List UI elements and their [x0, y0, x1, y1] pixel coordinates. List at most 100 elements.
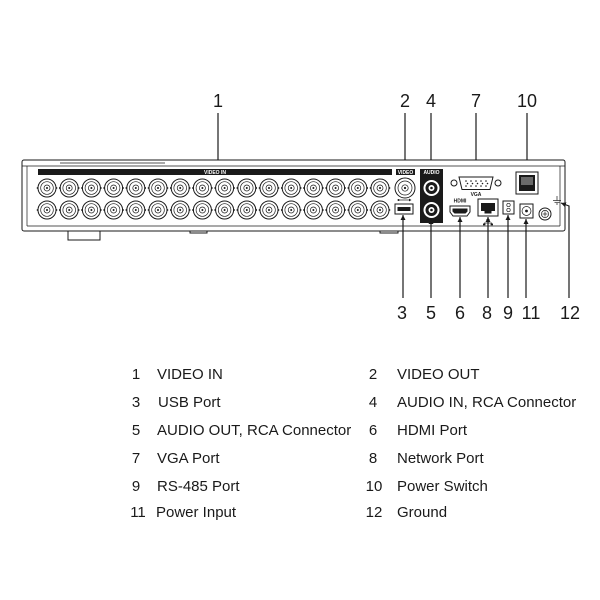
callout-number-video-in: 1: [213, 91, 223, 111]
video-in-bnc-connector: [258, 178, 280, 198]
legend-number: 5: [132, 422, 140, 439]
video-in-bnc-connector: [125, 200, 146, 220]
video-in-bnc-connector: [303, 200, 324, 220]
vga-pin: [471, 182, 474, 185]
video-out-section: VIDEO: [394, 169, 416, 199]
legend-label: RS-485 Port: [157, 478, 240, 495]
legend-number: 11: [130, 504, 146, 521]
video-in-bnc-connector: [125, 178, 146, 198]
callout-number-vga: 7: [471, 91, 481, 111]
video-in-bnc-connector: [214, 178, 235, 198]
legend-number: 12: [366, 504, 383, 521]
video-in-bnc-connector: [236, 178, 257, 198]
video-out-label-bar: [396, 169, 415, 175]
video-in-bnc-connector: [369, 200, 391, 220]
vga-pin: [470, 185, 472, 187]
video-in-bnc-connector: [281, 178, 302, 198]
callout-number-power-switch: 10: [517, 91, 537, 111]
video-in-bnc-connector: [281, 200, 302, 220]
legend-item: 10 Power Switch: [366, 478, 488, 495]
video-in-bnc-connector: [170, 178, 191, 198]
video-in-bnc-connector: [214, 200, 235, 220]
vga-pin: [480, 185, 482, 187]
legend-number: 1: [132, 366, 140, 383]
bottom-callouts: 3 5 6 8 9 11 12: [397, 303, 580, 323]
legend-label: USB Port: [158, 394, 221, 411]
video-in-bnc-connector: [170, 200, 191, 220]
video-in-bnc-connector: [192, 178, 213, 198]
legend-number: 4: [369, 394, 377, 411]
video-in-bnc-connector: [103, 178, 124, 198]
video-in-bnc-connector: [36, 178, 58, 198]
audio-panel-label: AUDIO: [423, 170, 439, 176]
video-in-bnc-connector: [103, 200, 124, 220]
vga-pin: [466, 182, 469, 185]
vga-panel-label: VGA: [471, 192, 482, 198]
video-in-bnc-connector: [347, 200, 368, 220]
ground-icon: [553, 196, 561, 205]
legend-label: Power Input: [156, 504, 237, 521]
callout-number-rs485: 9: [503, 303, 513, 323]
video-out-panel-label: VIDEO: [398, 170, 414, 176]
video-in-bnc-connector: [81, 178, 102, 198]
legend-label: AUDIO IN, RCA Connector: [397, 394, 576, 411]
legend-label: VIDEO IN: [157, 366, 223, 383]
legend-item: 2 VIDEO OUT: [369, 366, 480, 383]
ground-screw: [538, 207, 552, 221]
callout-number-usb: 3: [397, 303, 407, 323]
vga-pin: [486, 182, 489, 185]
video-in-bnc-connector: [147, 178, 169, 198]
video-in-bnc-connector: [147, 200, 169, 220]
legend-item: 4 AUDIO IN, RCA Connector: [369, 394, 576, 411]
legend-item: 1 VIDEO IN: [132, 366, 223, 383]
vga-pin: [480, 180, 482, 182]
vga-pin: [475, 180, 477, 182]
video-in-label-bar: [38, 169, 392, 175]
video-in-panel-label: VIDEO IN: [204, 170, 226, 176]
video-in-bnc-connector: [36, 200, 58, 220]
legend-number: 8: [369, 450, 377, 467]
video-in-bnc-connector: [81, 200, 102, 220]
video-in-bnc-connector: [325, 200, 346, 220]
legend-number: 2: [369, 366, 377, 383]
video-in-bnc-connector: [59, 200, 80, 220]
legend-item: 9 RS-485 Port: [132, 478, 241, 495]
legend-number: 9: [132, 478, 140, 495]
vga-pin: [470, 180, 472, 182]
legend-number: 6: [369, 422, 377, 439]
vga-pins: [465, 180, 489, 187]
legend-item: 12 Ground: [366, 504, 447, 521]
vga-pin: [476, 182, 479, 185]
audio-in-rca-connector: [423, 180, 440, 196]
vga-port: VGA: [450, 176, 502, 198]
legend-label: Ground: [397, 504, 447, 521]
legend-label: VGA Port: [157, 450, 220, 467]
legend-label: Network Port: [397, 450, 485, 467]
legend-item: 7 VGA Port: [132, 450, 221, 467]
vga-pin: [465, 180, 467, 182]
legend-number: 10: [366, 478, 383, 495]
callout-number-network: 8: [482, 303, 492, 323]
callout-number-hdmi: 6: [455, 303, 465, 323]
usb-icon: [397, 198, 412, 202]
callout-number-audio-in: 4: [426, 91, 436, 111]
legend-label: Power Switch: [397, 478, 488, 495]
legend-label: HDMI Port: [397, 422, 468, 439]
legend-label: AUDIO OUT, RCA Connector: [157, 422, 351, 439]
vga-pin: [485, 185, 487, 187]
audio-out-rca-connector: [423, 202, 440, 218]
video-in-bnc-connector: [369, 178, 391, 198]
vga-pin: [481, 182, 484, 185]
power-switch: [515, 171, 539, 195]
video-in-bnc-connector: [258, 200, 280, 220]
top-callouts: 1 2 4 7 10: [213, 91, 537, 111]
video-in-bnc-connector: [347, 178, 368, 198]
hdmi-port: HDMI: [449, 199, 471, 217]
legend-item: 11 Power Input: [130, 504, 237, 521]
vga-pin: [485, 180, 487, 182]
legend-number: 3: [132, 394, 140, 411]
legend-label: VIDEO OUT: [397, 366, 480, 383]
vga-screw: [450, 179, 458, 187]
video-in-bnc-connector: [59, 178, 80, 198]
